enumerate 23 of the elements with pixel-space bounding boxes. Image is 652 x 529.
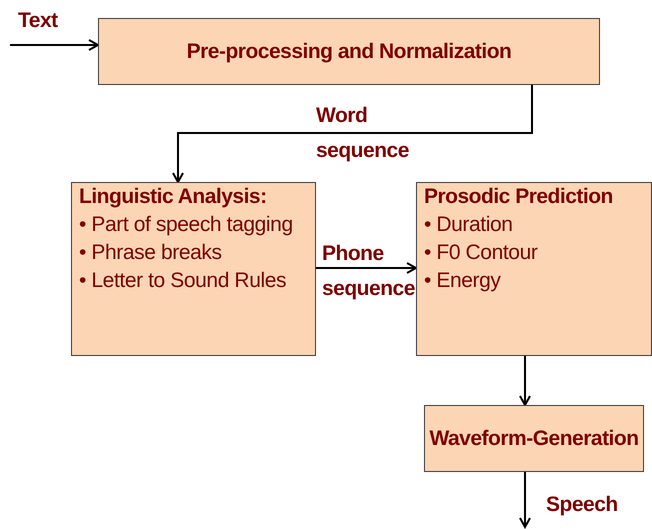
edge-label: Phone sequence — [322, 241, 416, 302]
bullet-item: • Letter to Sound Rules — [79, 269, 288, 293]
box-title: Waveform-Generation — [429, 426, 639, 450]
process-box — [416, 182, 652, 356]
edge-label: Word sequence — [316, 103, 410, 164]
edge-label: Speech — [546, 492, 619, 518]
box-heading: Prosodic Prediction — [424, 185, 614, 209]
arrow — [316, 262, 417, 274]
arrow — [172, 85, 533, 183]
process-box — [98, 18, 600, 85]
arrow — [519, 356, 531, 406]
edge-label: Text — [18, 8, 59, 34]
bullet-item: • Phrase breaks — [79, 241, 223, 265]
process-box — [424, 405, 644, 472]
process-box — [71, 182, 316, 356]
bullet-item: • F0 Contour — [424, 241, 538, 265]
bullet-item: • Duration — [424, 213, 514, 237]
arrow — [10, 39, 99, 51]
bullet-item: • Energy — [424, 269, 502, 293]
box-heading: Linguistic Analysis: — [79, 185, 268, 209]
box-title: Pre-processing and Normalization — [186, 40, 512, 64]
arrow — [519, 472, 531, 528]
bullet-item: • Part of speech tagging — [79, 213, 294, 237]
